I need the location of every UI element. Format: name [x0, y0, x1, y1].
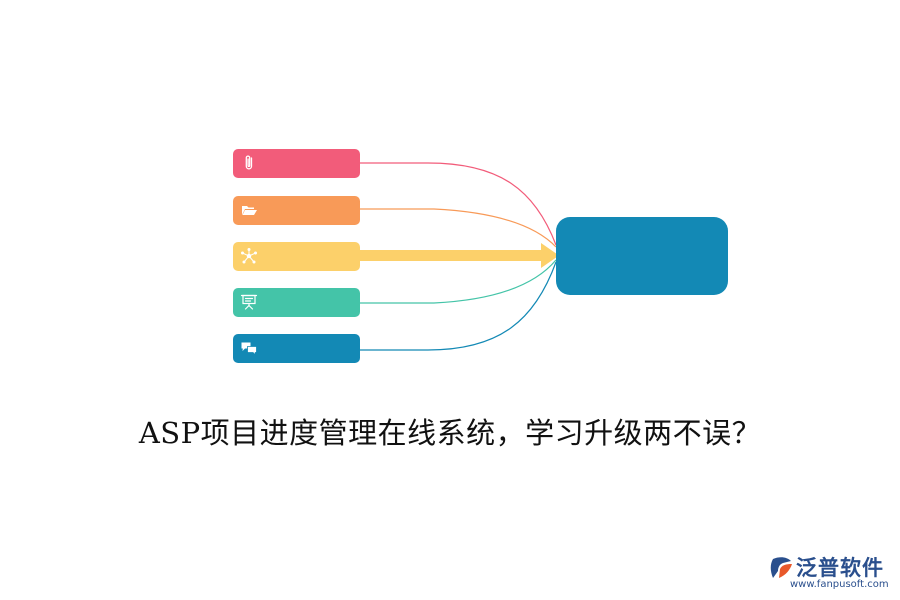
highlight-arrow-shaft [360, 250, 543, 261]
brand-logo[interactable]: 泛普软件 www.fanpusoft.com [768, 552, 896, 592]
connector-line-4 [360, 259, 557, 304]
network-icon [241, 248, 257, 264]
connector-line-2 [360, 208, 557, 248]
item-pill-4 [233, 288, 360, 317]
brand-url: www.fanpusoft.com [790, 579, 889, 590]
item-pill-3 [233, 242, 360, 271]
presentation-board-icon [240, 294, 258, 310]
connector-line-5 [360, 261, 557, 351]
brand-name: 泛普软件 [796, 556, 884, 580]
item-pill-2 [233, 196, 360, 225]
item-pill-5 [233, 334, 360, 363]
hub-box [556, 217, 728, 295]
folder-open-icon [242, 206, 257, 215]
brand-mark-icon [770, 557, 792, 578]
paperclip-icon [245, 155, 253, 170]
headline-title: ASP项目进度管理在线系统，学习升级两不误？ [138, 416, 762, 450]
chat-bubbles-icon [241, 342, 257, 357]
highlight-arrow-head [541, 243, 559, 268]
item-pill-1 [233, 149, 360, 178]
connector-line-1 [360, 162, 557, 246]
